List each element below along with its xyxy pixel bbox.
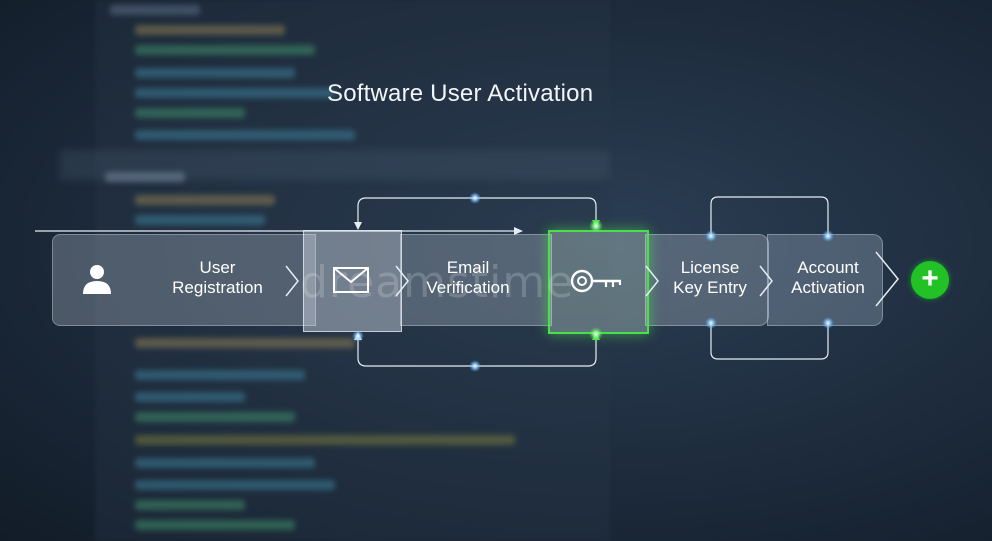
envelope-icon <box>333 267 369 293</box>
label-line: Registration <box>160 278 275 298</box>
key-icon <box>570 268 624 294</box>
label-line: Account <box>773 258 883 278</box>
user-icon <box>80 262 114 296</box>
label-account-activation: Account Activation <box>773 258 883 298</box>
plus-icon[interactable]: + <box>911 261 949 299</box>
label-line: Email <box>408 258 528 278</box>
label-line: User <box>160 258 275 278</box>
label-email-verification: Email Verification <box>408 258 528 298</box>
label-line: Activation <box>773 278 883 298</box>
label-user-registration: User Registration <box>160 258 275 298</box>
label-line: Verification <box>408 278 528 298</box>
label-line: License <box>660 258 760 278</box>
label-line: Key Entry <box>660 278 760 298</box>
label-license-key-entry: License Key Entry <box>660 258 760 298</box>
